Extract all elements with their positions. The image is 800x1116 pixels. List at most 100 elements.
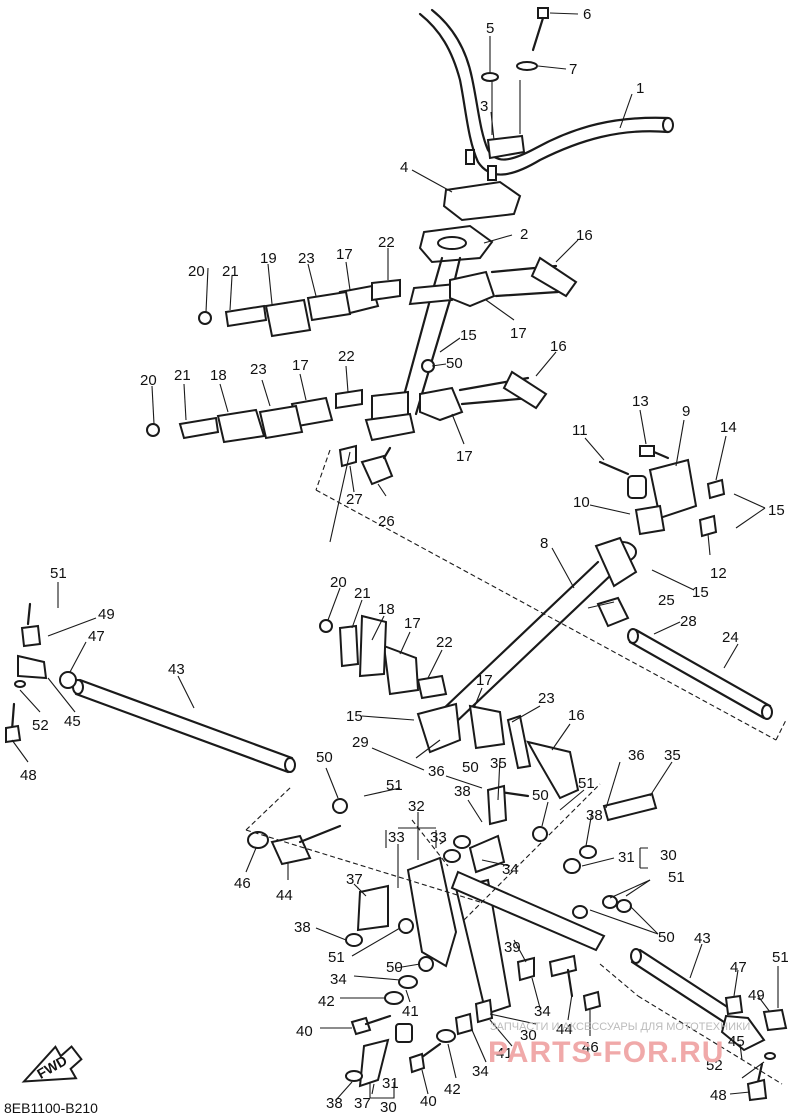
callout-42b: 42 — [444, 1081, 461, 1098]
callout-25: 25 — [658, 592, 675, 609]
leader-lines — [11, 12, 779, 1101]
callout-23c: 23 — [538, 690, 555, 707]
callout-51d: 51 — [668, 869, 685, 886]
callout-33b: 33 — [430, 829, 447, 846]
callout-26: 26 — [378, 513, 395, 530]
callout-14: 14 — [720, 419, 737, 436]
callout-35b: 35 — [664, 747, 681, 764]
steering-column-part — [364, 224, 494, 442]
callout-31b: 31 — [382, 1075, 399, 1092]
callout-50c: 50 — [462, 759, 479, 776]
callout-44a: 44 — [276, 887, 293, 904]
callout-31a: 31 — [618, 849, 635, 866]
callout-34d: 34 — [472, 1063, 489, 1080]
assembly-dashed-lines — [245, 449, 787, 1085]
callout-51f: 51 — [772, 949, 789, 966]
callout-13: 13 — [632, 393, 649, 410]
callout-15d: 15 — [346, 708, 363, 725]
right-tie-rod-part — [596, 596, 773, 720]
callout-21a: 21 — [222, 263, 239, 280]
callout-21b: 21 — [174, 367, 191, 384]
callout-2: 2 — [520, 226, 528, 243]
callout-35a: 35 — [490, 755, 507, 772]
callout-22b: 22 — [338, 348, 355, 365]
group-brackets — [369, 827, 648, 1099]
callout-17b: 17 — [510, 325, 527, 342]
handlebar-part — [418, 8, 674, 181]
callout-19: 19 — [260, 250, 277, 267]
callout-38d: 38 — [326, 1095, 343, 1112]
callout-44b: 44 — [556, 1021, 573, 1038]
callout-12: 12 — [710, 565, 727, 582]
callout-30b: 30 — [520, 1027, 537, 1044]
left-lower-rod-end-part — [247, 798, 632, 919]
callout-10: 10 — [573, 494, 590, 511]
callout-51a: 51 — [50, 565, 67, 582]
callout-40a: 40 — [296, 1023, 313, 1040]
callout-15b: 15 — [692, 584, 709, 601]
lower-link-part — [345, 834, 606, 1088]
callout-21c: 21 — [354, 585, 371, 602]
callout-20b: 20 — [140, 372, 157, 389]
callout-34b: 34 — [330, 971, 347, 988]
callout-20a: 20 — [188, 263, 205, 280]
center-pivot-part — [319, 614, 658, 826]
callout-5: 5 — [486, 20, 494, 37]
callout-46b: 46 — [582, 1039, 599, 1056]
callout-22a: 22 — [378, 234, 395, 251]
callout-38a: 38 — [454, 783, 471, 800]
callout-51e: 51 — [328, 949, 345, 966]
callout-16a: 16 — [576, 227, 593, 244]
callout-49b: 49 — [748, 987, 765, 1004]
left-tie-rod-part — [5, 602, 296, 774]
callout-51c: 51 — [578, 775, 595, 792]
callout-labels: 1 2 3 4 5 6 7 8 9 10 11 12 13 14 15 15 1… — [20, 6, 789, 1116]
callout-34c: 34 — [534, 1003, 551, 1020]
callout-11: 11 — [572, 422, 588, 439]
callout-38b: 38 — [586, 807, 603, 824]
callout-36a: 36 — [428, 763, 445, 780]
callout-39: 39 — [504, 939, 521, 956]
callout-52a: 52 — [32, 717, 49, 734]
callout-4: 4 — [400, 159, 408, 176]
drawing-code: 8EB1100-B210 — [4, 1100, 98, 1116]
callout-40b: 40 — [420, 1093, 437, 1110]
callout-17d: 17 — [456, 448, 473, 465]
callout-43b: 43 — [694, 930, 711, 947]
callout-17f: 17 — [476, 672, 493, 689]
callout-50a: 50 — [446, 355, 463, 372]
callout-6: 6 — [583, 6, 591, 23]
callout-23a: 23 — [298, 250, 315, 267]
callout-7: 7 — [569, 61, 577, 78]
upper-pitman-arm-part — [198, 256, 578, 338]
callout-18b: 18 — [378, 601, 395, 618]
callout-17a: 17 — [336, 246, 353, 263]
callout-50f: 50 — [386, 959, 403, 976]
watermark-line: ЗАПЧАСТИ И АКСЕССУАРЫ ДЛЯ МОТОТЕХНИКИ — [490, 1021, 750, 1033]
callout-42a: 42 — [318, 993, 335, 1010]
steering-shaft-part — [438, 536, 638, 726]
callout-16b: 16 — [550, 338, 567, 355]
callout-51b: 51 — [386, 777, 403, 794]
callout-45b: 45 — [728, 1033, 745, 1050]
callout-3: 3 — [480, 98, 488, 115]
callout-50e: 50 — [658, 929, 675, 946]
callout-9: 9 — [682, 403, 690, 420]
callout-41b: 41 — [496, 1045, 513, 1062]
callout-20c: 20 — [330, 574, 347, 591]
callout-18a: 18 — [210, 367, 227, 384]
handlebar-holder-part — [442, 80, 526, 222]
callout-41a: 41 — [402, 1003, 419, 1020]
callout-17e: 17 — [404, 615, 421, 632]
callout-17c: 17 — [292, 357, 309, 374]
lower-pitman-arm-part — [146, 359, 548, 444]
callout-32: 32 — [408, 798, 425, 815]
callout-36b: 36 — [628, 747, 645, 764]
callout-43a: 43 — [168, 661, 185, 678]
callout-30c: 30 — [380, 1099, 397, 1116]
callout-22c: 22 — [436, 634, 453, 651]
callout-8: 8 — [540, 535, 548, 552]
callout-50d: 50 — [532, 787, 549, 804]
callout-50b: 50 — [316, 749, 333, 766]
callout-15a: 15 — [768, 502, 785, 519]
